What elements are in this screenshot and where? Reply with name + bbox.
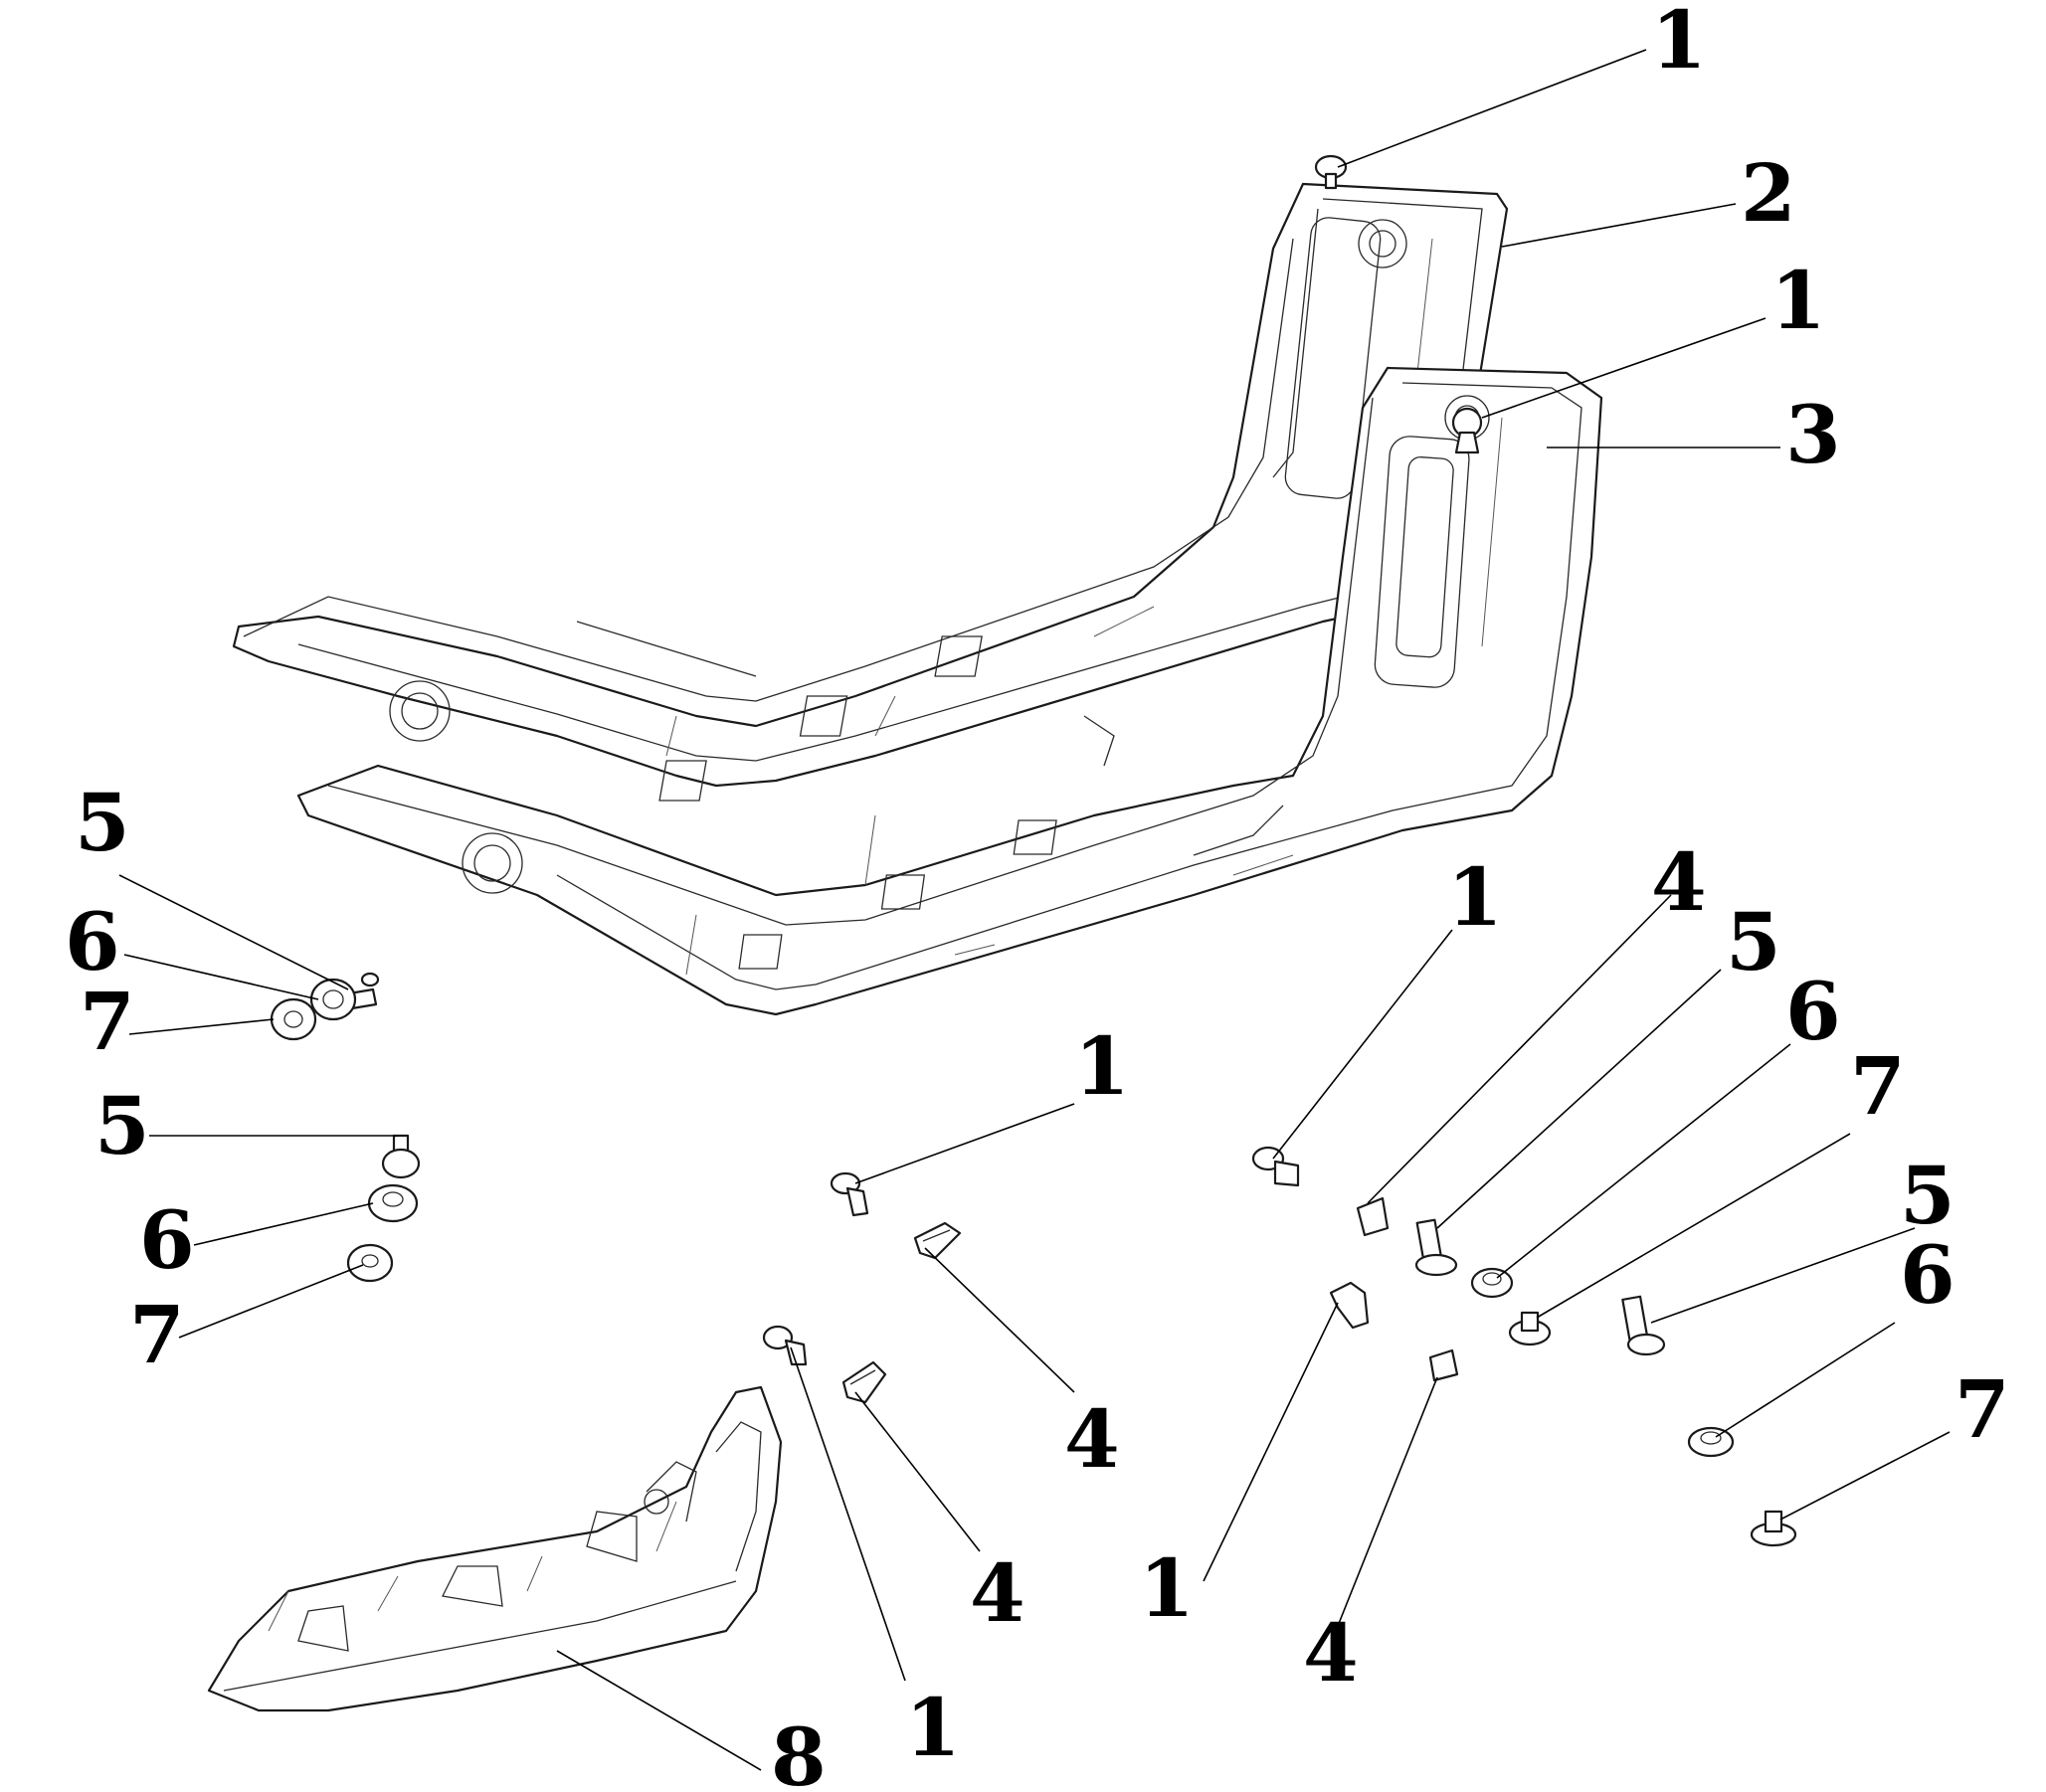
part-8-bracket bbox=[207, 1385, 783, 1712]
fastener-5-left-lower bbox=[381, 1134, 421, 1179]
bolt-1-center-upper bbox=[830, 1171, 869, 1217]
bolt-1-right-lower bbox=[1329, 1281, 1370, 1330]
callout-5-left-lower: 5 bbox=[94, 1079, 150, 1172]
callout-5-left-upper: 5 bbox=[75, 776, 130, 869]
callout-1-top: 1 bbox=[1651, 0, 1707, 87]
leader-lines bbox=[118, 49, 1951, 1771]
callout-1-center-lower: 1 bbox=[905, 1681, 961, 1774]
callout-6-left-lower: 6 bbox=[139, 1193, 195, 1287]
callout-6-right-b: 6 bbox=[1900, 1228, 1955, 1322]
callout-7-right-a: 7 bbox=[1850, 1039, 1906, 1133]
washer-6-left-lower bbox=[367, 1183, 419, 1223]
clip-4-center-lower bbox=[841, 1360, 887, 1404]
clip-4-center-upper bbox=[913, 1221, 962, 1260]
callout-8: 8 bbox=[771, 1710, 827, 1792]
bolt-1-center-lower bbox=[762, 1325, 808, 1366]
callout-3: 3 bbox=[1785, 388, 1841, 481]
callout-1-right-lower: 1 bbox=[1139, 1541, 1195, 1635]
fastener-bolt-1-top bbox=[1314, 154, 1348, 190]
fastener-5-right-b bbox=[1621, 1295, 1666, 1356]
fastener-5-right-a bbox=[1414, 1218, 1458, 1277]
callout-4-center-upper: 4 bbox=[1064, 1392, 1120, 1486]
grommet-7-left-upper bbox=[270, 997, 317, 1041]
callout-7-left-upper: 7 bbox=[80, 975, 135, 1068]
callout-1-right-a: 1 bbox=[1447, 850, 1503, 944]
grommet-7-right-a bbox=[1508, 1311, 1552, 1346]
callout-labels: 1 2 1 3 5 6 7 5 6 7 1 4 4 1 8 1 4 5 6 7 … bbox=[65, 0, 2010, 1792]
bolt-1-right-upper bbox=[1251, 1146, 1300, 1187]
fastener-bolt-1-upper-right bbox=[1451, 407, 1483, 454]
callout-5-right-a: 5 bbox=[1726, 895, 1781, 988]
callout-4-right-a: 4 bbox=[1651, 835, 1707, 929]
callout-1-center-upper: 1 bbox=[1074, 1019, 1130, 1113]
callout-2: 2 bbox=[1741, 146, 1796, 240]
callout-6-left-upper: 6 bbox=[65, 895, 120, 988]
callout-4-center-lower: 4 bbox=[970, 1546, 1025, 1640]
clip-4-right-upper bbox=[1356, 1196, 1390, 1237]
washer-6-left-upper bbox=[309, 978, 357, 1021]
washer-6-right-a bbox=[1470, 1267, 1514, 1299]
callout-5-right-b: 5 bbox=[1900, 1149, 1955, 1242]
grommet-7-right-b bbox=[1750, 1510, 1797, 1547]
grommet-7-left-lower bbox=[346, 1243, 394, 1283]
part-2-upper-guard bbox=[232, 182, 1509, 802]
callout-1-upper-right: 1 bbox=[1770, 254, 1826, 347]
callout-7-left-lower: 7 bbox=[129, 1288, 185, 1381]
clip-4-right-lower bbox=[1428, 1348, 1459, 1382]
callout-6-right-a: 6 bbox=[1785, 965, 1841, 1058]
callout-7-right-b: 7 bbox=[1954, 1362, 2010, 1456]
washer-6-right-b bbox=[1687, 1426, 1735, 1458]
part-3-lower-guard bbox=[296, 366, 1603, 1016]
callout-4-right-lower: 4 bbox=[1303, 1606, 1359, 1700]
